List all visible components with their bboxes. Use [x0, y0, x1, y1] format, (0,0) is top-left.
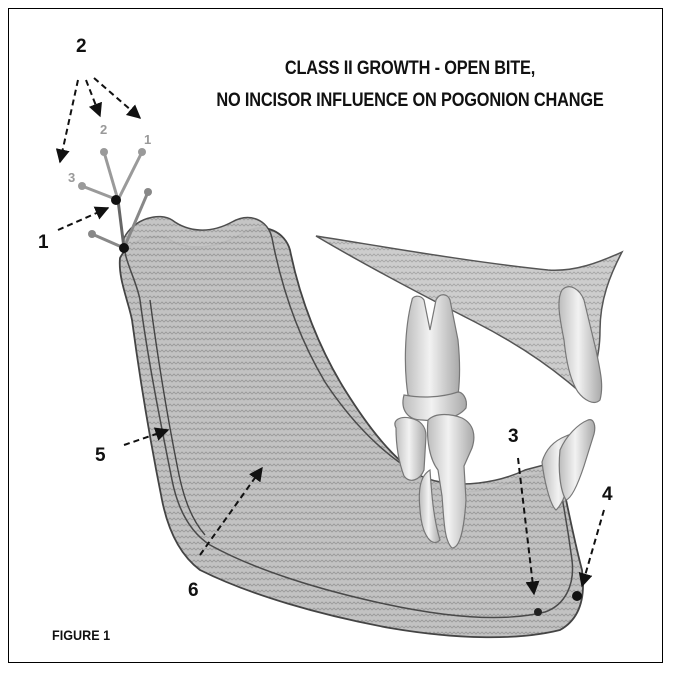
callout-label-6: 6 [188, 580, 199, 602]
callout-label-1: 1 [38, 232, 49, 254]
point-4-marker [572, 591, 582, 601]
upper-molar [403, 295, 466, 421]
vector-label-2: 2 [100, 122, 107, 137]
condylion-point-later [111, 195, 121, 205]
arrow-2-left [60, 80, 78, 162]
condylion-point-earlier [119, 243, 129, 253]
callout-label-4: 4 [602, 484, 613, 506]
arrow-2-right [94, 78, 140, 118]
callout-label-3: 3 [508, 426, 519, 448]
vector-label-3: 3 [68, 170, 75, 185]
figure-caption: FIGURE 1 [52, 627, 110, 643]
arrow-1 [58, 208, 108, 230]
callout-label-2: 2 [76, 36, 87, 58]
callout-label-5: 5 [95, 445, 106, 467]
lower-incisors [542, 420, 595, 510]
point-3-marker [534, 608, 542, 616]
diagram-title-line-1: CLASS II GROWTH - OPEN BITE, [195, 58, 625, 80]
arrow-2-mid [86, 80, 100, 116]
diagram-title-line-2: NO INCISOR INFLUENCE ON POGONION CHANGE [195, 90, 625, 112]
vector-label-1: 1 [144, 132, 151, 147]
arrow-4 [582, 510, 604, 586]
